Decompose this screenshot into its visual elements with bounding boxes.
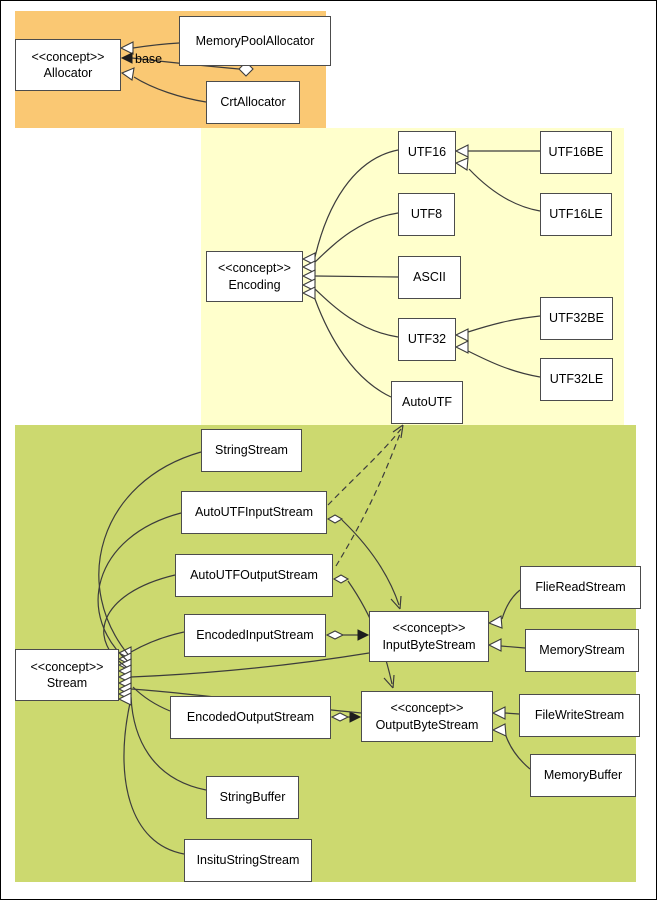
- node-autoutf-input-stream: AutoUTFInputStream: [181, 491, 327, 534]
- node-label: MemoryStream: [539, 643, 625, 658]
- node-label: AutoUTFInputStream: [194, 505, 314, 520]
- node-label: UTF32: [407, 332, 447, 347]
- node-encoded-output-stream: EncodedOutputStream: [170, 696, 331, 739]
- node-autoutf: AutoUTF: [391, 381, 463, 424]
- node-string-buffer: StringBuffer: [206, 776, 299, 819]
- node-label: UTF8: [410, 207, 443, 222]
- node-label: CrtAllocator: [220, 95, 286, 110]
- node-label: EncodedInputStream: [196, 628, 314, 643]
- node-label: UTF16BE: [548, 145, 604, 160]
- node-label: FileWriteStream: [534, 708, 625, 723]
- node-label: Allocator: [43, 66, 93, 80]
- node-utf32be: UTF32BE: [540, 297, 613, 340]
- node-label: UTF32BE: [549, 311, 604, 326]
- node-utf16le: UTF16LE: [540, 193, 612, 236]
- node-stream-concept: <<concept>> Stream: [15, 649, 119, 701]
- node-memory-stream: MemoryStream: [525, 629, 639, 672]
- stereotype-label: <<concept>>: [30, 659, 104, 674]
- node-utf32le: UTF32LE: [540, 358, 613, 401]
- node-label: InputByteStream: [382, 637, 476, 652]
- node-label: Stream: [46, 676, 88, 690]
- node-label: StringStream: [215, 443, 288, 458]
- node-file-write-stream: FileWriteStream: [519, 694, 640, 737]
- node-label: AutoUTF: [401, 395, 452, 410]
- node-label: InsituStringStream: [196, 853, 300, 868]
- node-label: StringBuffer: [219, 790, 286, 805]
- node-label: UTF16: [407, 145, 447, 160]
- node-label: MemoryBuffer: [543, 768, 623, 783]
- node-label: OutputByteStream: [375, 717, 479, 732]
- stereotype-label: <<concept>>: [218, 261, 291, 276]
- node-utf16: UTF16: [398, 131, 456, 174]
- node-memory-pool-allocator: MemoryPoolAllocator: [179, 16, 331, 66]
- node-label: EncodedOutputStream: [186, 710, 315, 725]
- node-label: UTF32LE: [549, 372, 604, 387]
- node-memory-buffer: MemoryBuffer: [530, 754, 636, 797]
- node-output-byte-stream-concept: <<concept>> OutputByteStream: [361, 691, 493, 742]
- node-utf8: UTF8: [398, 193, 455, 236]
- node-utf16be: UTF16BE: [540, 131, 612, 174]
- node-utf32: UTF32: [398, 318, 456, 361]
- node-label: UTF16LE: [549, 207, 603, 222]
- node-label: Encoding: [228, 277, 281, 292]
- node-string-stream: StringStream: [201, 429, 302, 472]
- node-input-byte-stream-concept: <<concept>> InputByteStream: [369, 611, 489, 662]
- node-label: MemoryPoolAllocator: [195, 33, 315, 48]
- stereotype-label: <<concept>>: [390, 701, 464, 716]
- node-file-read-stream: FlieReadStream: [520, 566, 641, 609]
- stereotype-label: <<concept>>: [31, 49, 105, 64]
- node-insitu-string-stream: InsituStringStream: [184, 839, 312, 882]
- node-label: FlieReadStream: [535, 580, 626, 595]
- node-allocator-concept: <<concept>> Allocator: [15, 39, 121, 91]
- node-crt-allocator: CrtAllocator: [206, 81, 300, 124]
- node-encoding-concept: <<concept>> Encoding: [206, 251, 303, 302]
- node-ascii: ASCII: [398, 256, 461, 299]
- node-autoutf-output-stream: AutoUTFOutputStream: [175, 554, 333, 597]
- node-label: AutoUTFOutputStream: [190, 568, 318, 583]
- node-label: ASCII: [413, 270, 446, 285]
- stereotype-label: <<concept>>: [392, 621, 466, 636]
- node-encoded-input-stream: EncodedInputStream: [184, 614, 326, 657]
